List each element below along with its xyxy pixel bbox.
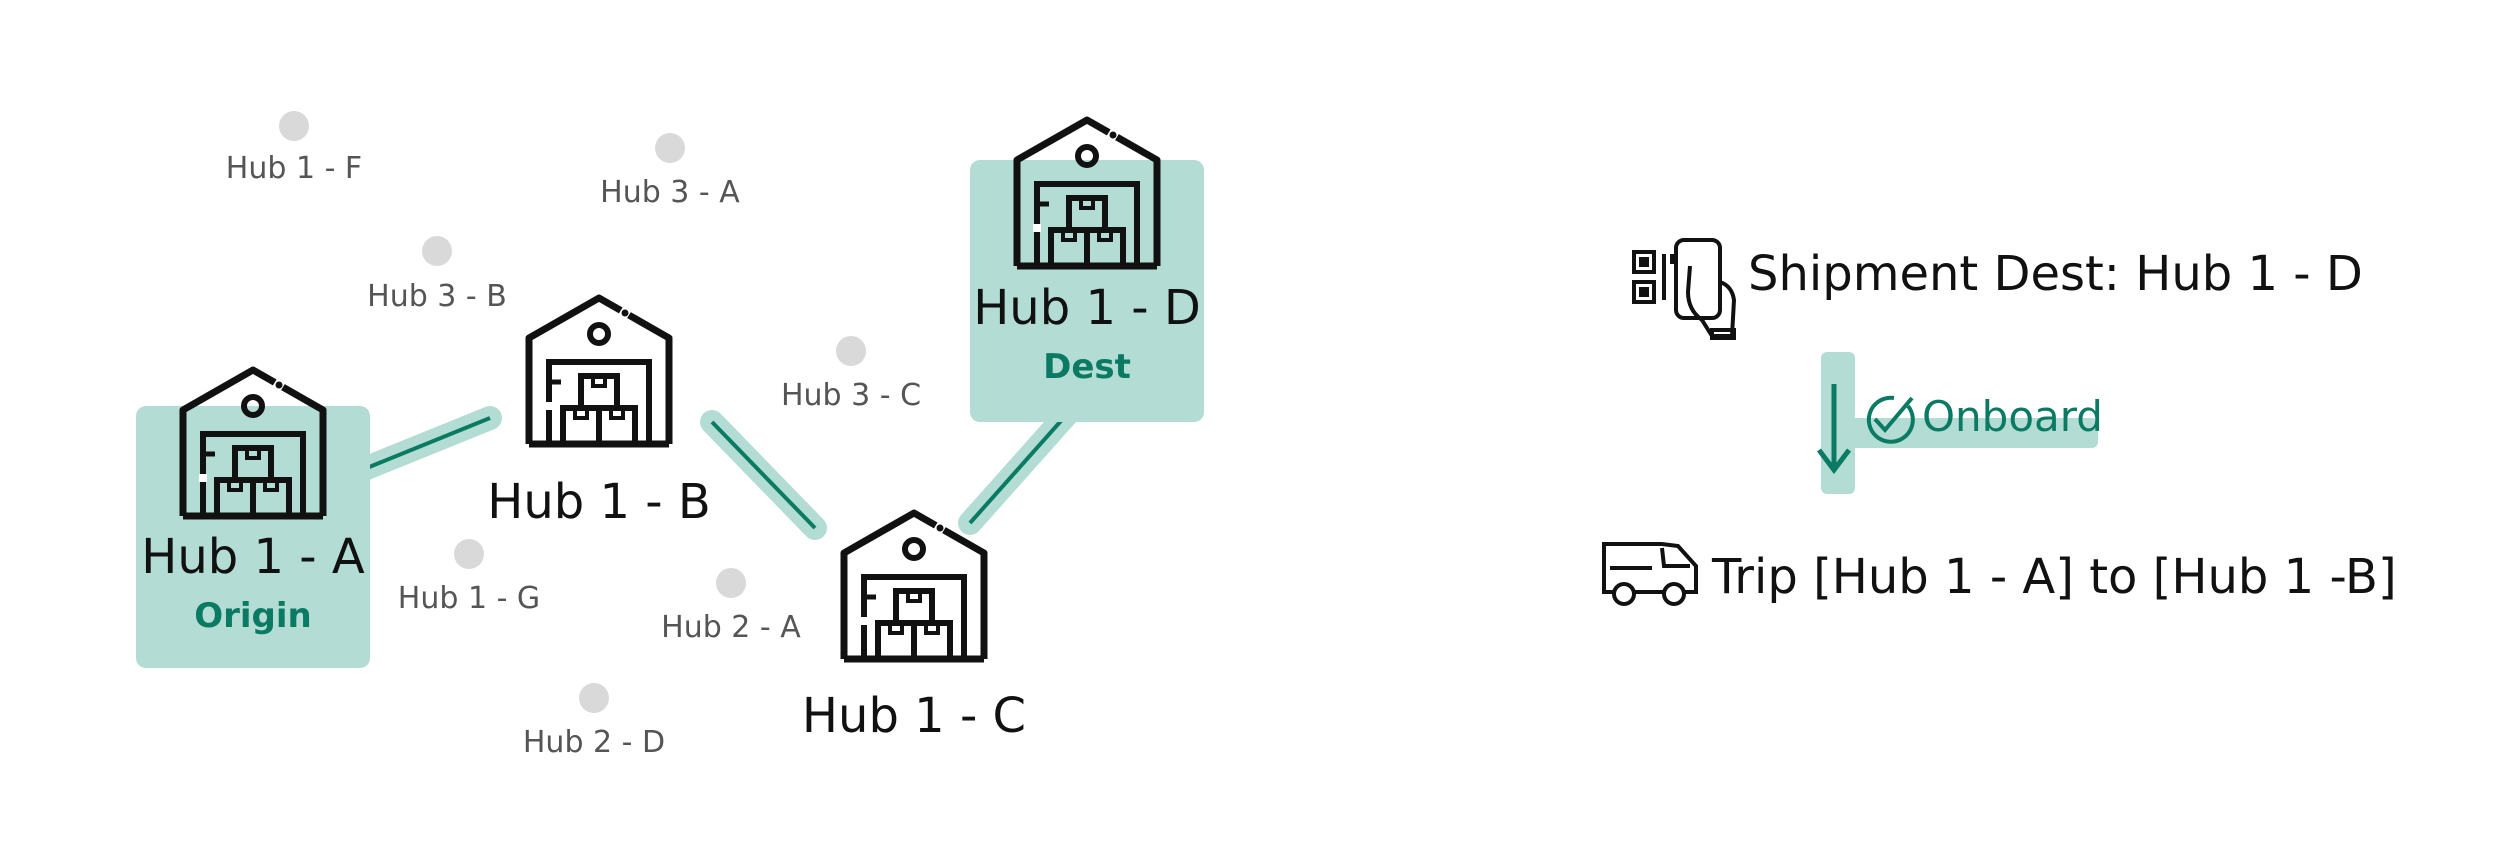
trip-label: Trip [Hub 1 - A] to [Hub 1 -B] [1711,549,2397,605]
minor-hub-label: Hub 3 - B [367,279,507,314]
minor-hub-label: Hub 3 - C [781,378,921,413]
minor-hub: Hub 1 - F [226,111,362,186]
hub-d: Hub 1 - D Dest [973,120,1201,387]
warehouse-icon [529,298,669,444]
minor-hub-node [279,111,309,141]
status-highlight-vertical [1821,352,1855,494]
minor-hub: Hub 3 - A [600,133,740,210]
hub-a-label: Hub 1 - A [141,529,365,585]
minor-hub-label: Hub 1 - F [226,151,362,186]
hub-b: Hub 1 - B [487,298,711,530]
minor-hub-label: Hub 1 - G [398,581,540,616]
minor-hub-node [579,683,609,713]
origin-highlight [136,406,370,668]
shipment-dest-label: Shipment Dest: Hub 1 - D [1748,246,2363,302]
hub-c-label: Hub 1 - C [802,688,1026,744]
minor-hub: Hub 3 - C [781,336,921,413]
qr-phone-scan-icon [1632,238,1737,340]
minor-hub: Hub 2 - A [661,568,801,645]
hub-b-label: Hub 1 - B [487,474,711,530]
minor-hub-node [836,336,866,366]
minor-hub-label: Hub 2 - D [523,725,665,760]
minor-hub-node [454,539,484,569]
status-highlight-horizontal [1842,418,2098,448]
hub-d-label: Hub 1 - D [973,280,1201,336]
route-connectors [340,401,1080,540]
minor-hub-label: Hub 2 - A [661,610,801,645]
minor-hub-node [655,133,685,163]
status-label: Onboard [1922,392,2103,441]
check-circle-icon [1866,395,1915,444]
minor-hub: Hub 2 - D [523,683,665,760]
hub-a: Hub 1 - A Origin [141,370,365,636]
dest-tag: Dest [1043,347,1131,387]
minor-hubs: Hub 1 - F Hub 3 - A Hub 3 - B Hub 3 - C … [226,111,921,760]
minor-hub: Hub 3 - B [367,236,507,314]
shipment-flow: Shipment Dest: Hub 1 - D Onboard Trip [H… [1602,238,2397,606]
minor-hub-node [422,236,452,266]
minor-hub-label: Hub 3 - A [600,175,740,210]
warehouse-icon [844,513,984,659]
arrow-down-icon [1817,384,1851,475]
minor-hub: Hub 1 - G [398,539,540,616]
minor-hub-node [716,568,746,598]
delivery-van-icon [1602,542,1698,606]
dest-highlight [970,160,1204,422]
origin-tag: Origin [194,596,312,636]
hub-c: Hub 1 - C [802,513,1026,744]
